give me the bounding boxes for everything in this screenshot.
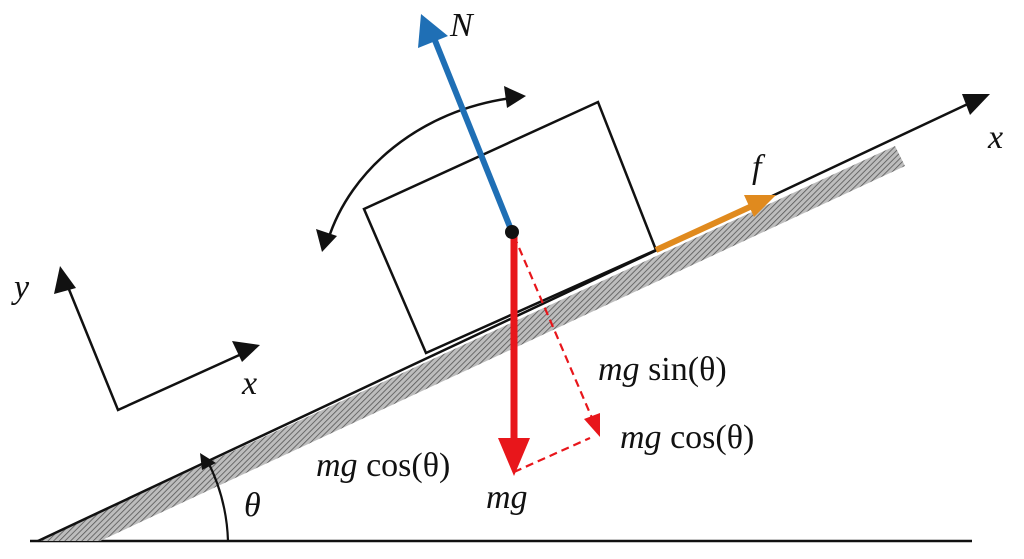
normal-force-arrowhead [418, 14, 448, 48]
frame-y-arrowhead [54, 266, 76, 294]
cos-component-dashed [513, 436, 591, 474]
incline-axis-line [37, 100, 973, 543]
weight-label: mg [486, 479, 528, 516]
reference-frame-axes [64, 281, 247, 412]
sin-component-arrowhead [584, 413, 600, 437]
incline-axis-x-label: x [987, 119, 1003, 156]
frame-x-label: x [241, 365, 257, 402]
frame-y-label: y [11, 269, 30, 306]
angle-arc-arrowhead [200, 453, 216, 470]
weight-arrowhead [498, 438, 530, 476]
incline-hatch [38, 146, 905, 541]
mg-cos-left-label: mg cos(θ) [316, 447, 450, 484]
angle-arc [206, 459, 230, 542]
friction-arrowhead [744, 195, 776, 217]
friction-label: f [752, 149, 766, 186]
friction-arrow [654, 203, 754, 253]
normal-force-label: N [449, 7, 475, 44]
rotation-arrow [326, 96, 513, 241]
rotation-arrowhead-bottom [316, 229, 337, 252]
mg-sin-label: mg sin(θ) [598, 351, 727, 388]
frame-x-arrowhead [232, 341, 260, 362]
angle-label: θ [244, 487, 261, 524]
center-of-mass-dot [505, 225, 519, 239]
incline-axis-arrowhead [962, 94, 990, 115]
mg-cos-right-label: mg cos(θ) [620, 419, 754, 456]
normal-force-arrow [431, 36, 515, 234]
rotation-arrowhead-top [504, 86, 526, 108]
sin-component-dashed [512, 235, 594, 419]
